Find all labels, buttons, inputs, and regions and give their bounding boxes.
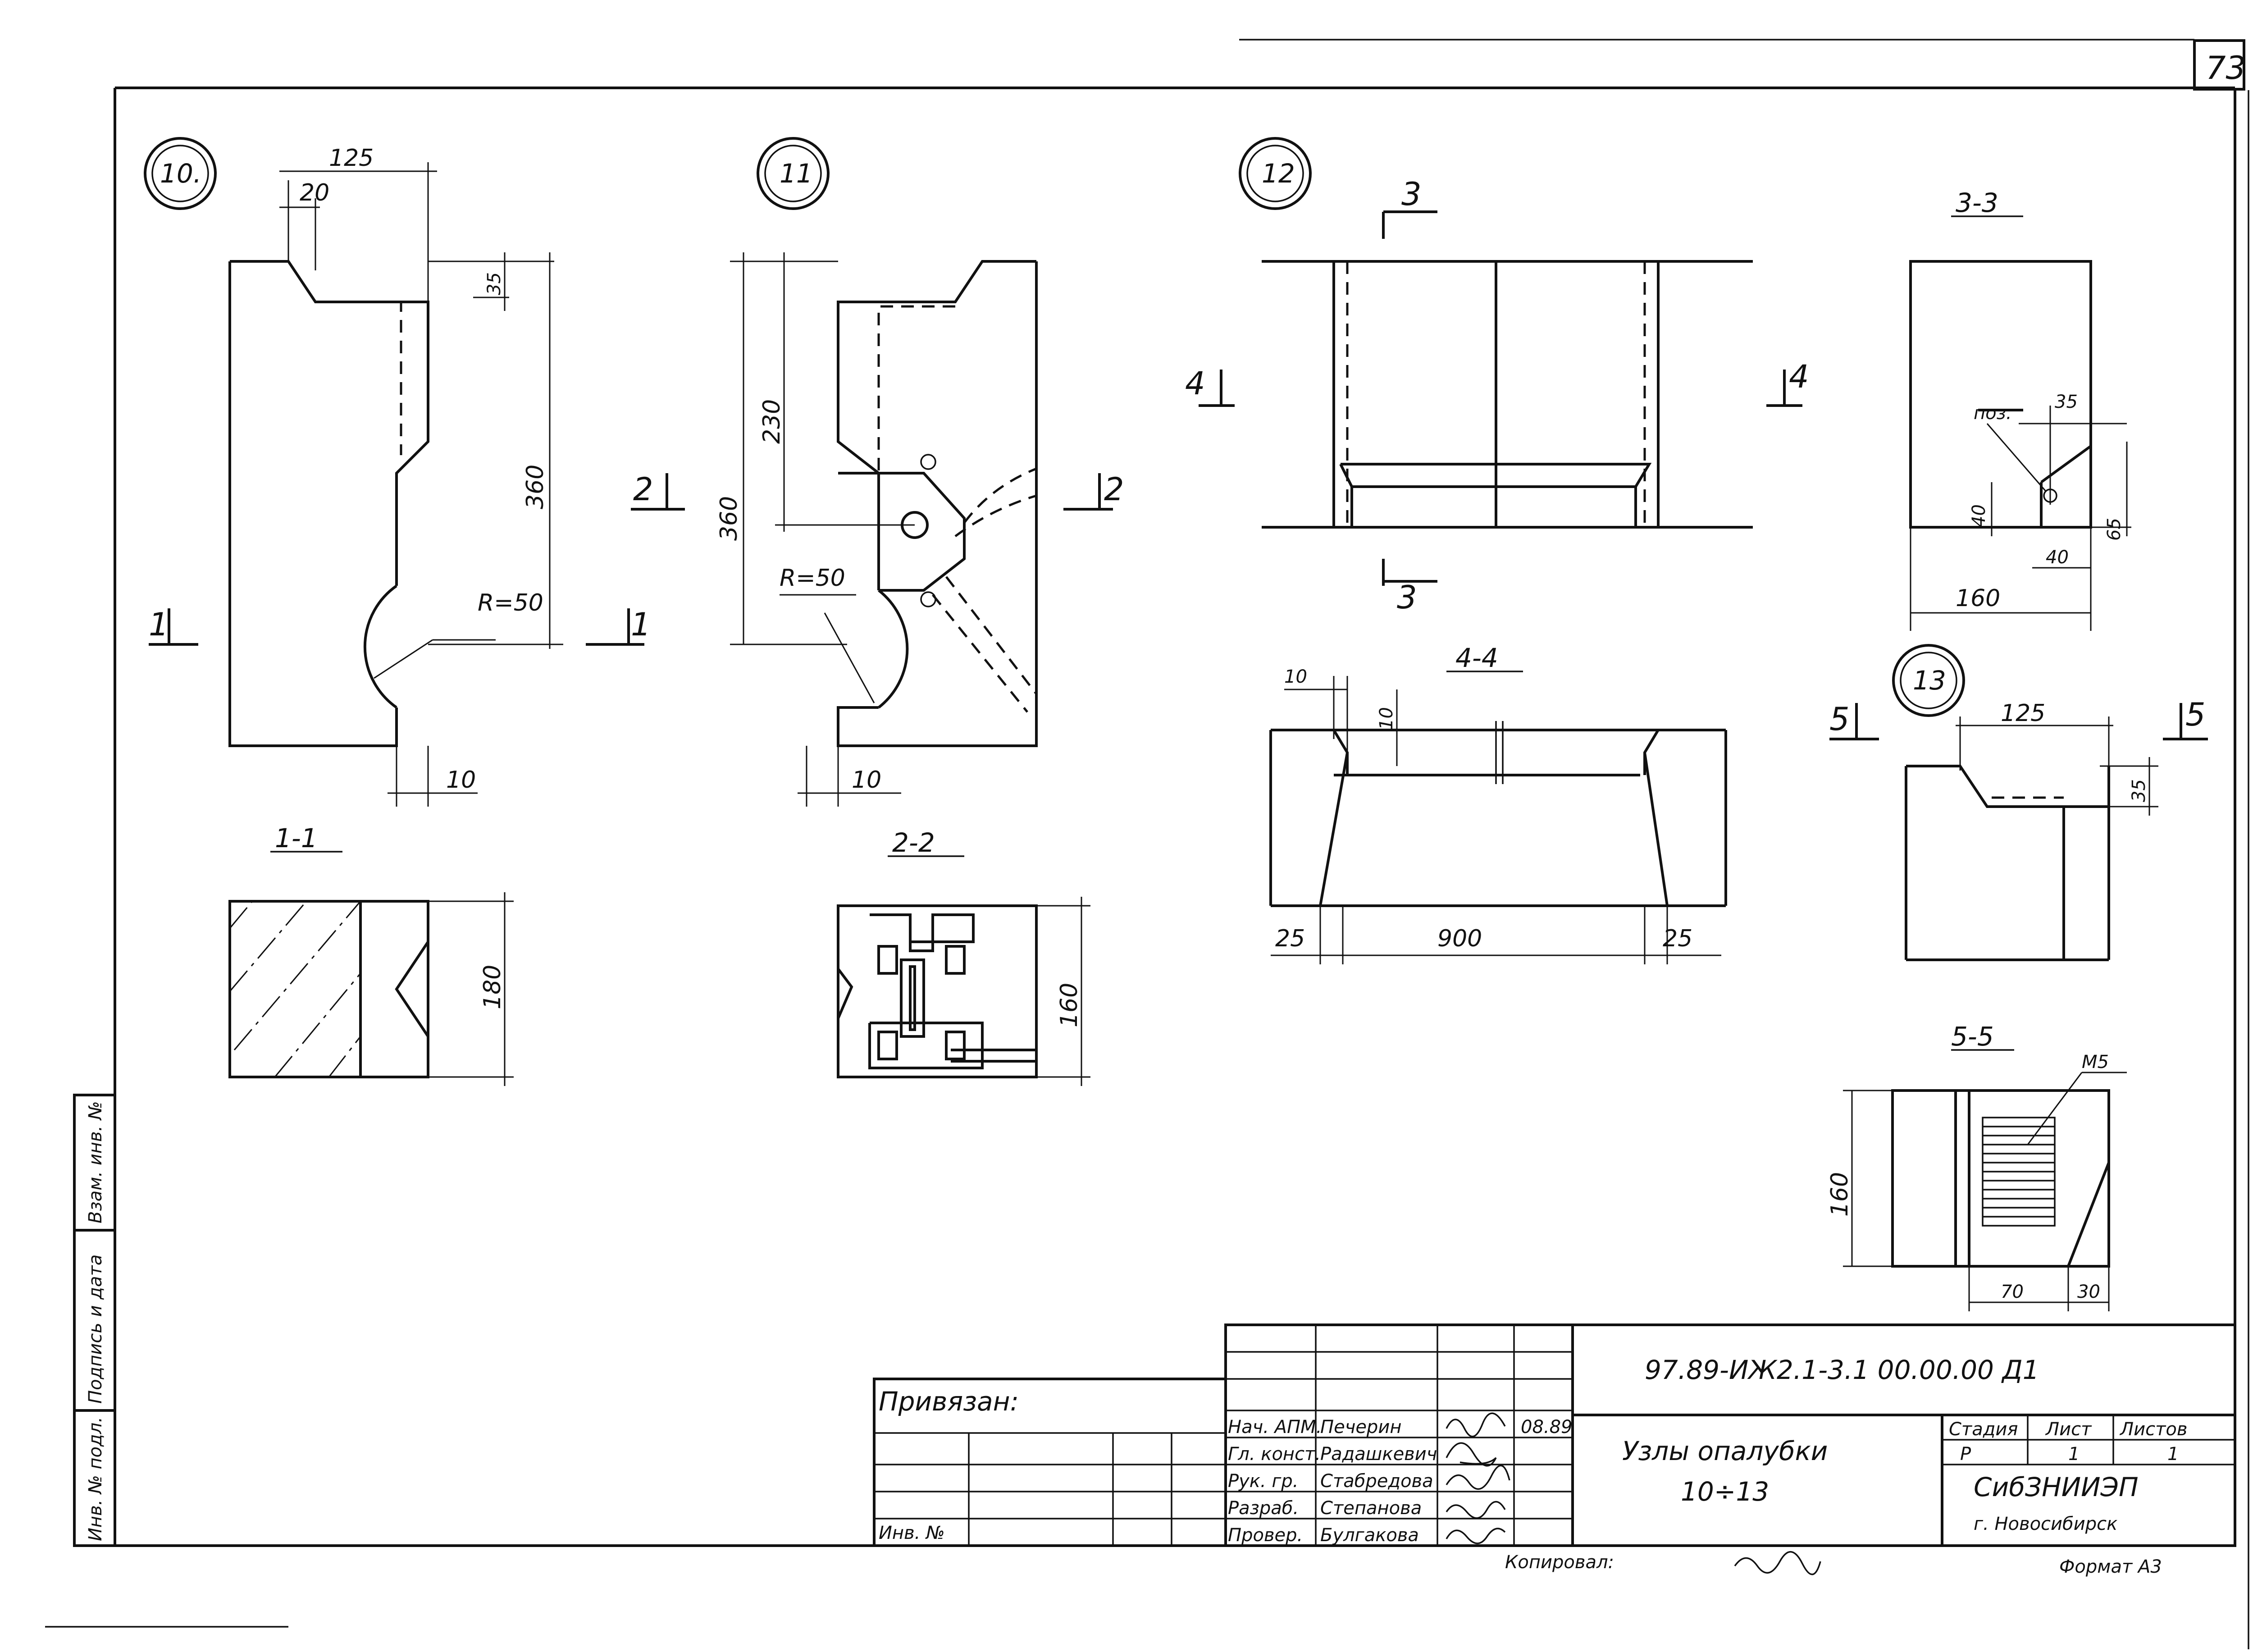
sheet-value: 1 [2068,1444,2080,1465]
section-mark-4-left: 4 [1185,365,1205,402]
section-3-3-dim-65: 65 [2104,518,2125,541]
section-mark-5-right: 5 [2185,696,2206,733]
section-4-4-dim-10a: 10 [1284,666,1307,687]
signatures [1446,1412,1821,1575]
side-stamp-vzam-inv: Взам. инв. № [85,1101,106,1223]
sheet-number: 73 [2206,50,2246,87]
section-2-2-drawing [837,855,1090,1086]
drawing-subtitle: 10÷13 [1681,1476,1769,1507]
staff-name: Стабредова [1320,1471,1433,1492]
copied-by-label: Копировал: [1505,1552,1614,1573]
staff-name: Булгакова [1320,1525,1419,1546]
node-10-label: 10. [160,158,201,189]
section-3-3-dim-40v: 40 [1969,504,1989,527]
org-name: СибЗНИИЭП [1974,1472,2139,1502]
staff-name: Печерин [1320,1417,1401,1438]
section-3-3-dim-35: 35 [2055,392,2078,412]
format-label: Формат А3 [2059,1556,2162,1577]
node-11-dim-offset: 10 [852,767,881,794]
section-4-4-drawing [1269,671,1727,964]
section-5-5-title: 5-5 [1951,1021,1994,1052]
node-10-dim-width: 125 [329,145,374,172]
staff-role: Провер. [1228,1525,1303,1546]
node-11-dim-radius: R=50 [780,565,845,592]
section-mark-3-top: 3 [1401,176,1422,213]
section-5-5-drawing [1843,1049,2127,1311]
node-13-drawing [1829,644,2208,961]
section-5-5-dim-160: 160 [1826,1172,1853,1217]
approval-date: 08.89 [1521,1417,1573,1438]
node-12-drawing [1199,137,1802,586]
sheets-value: 1 [2167,1444,2179,1465]
node-12-label: 12 [1262,158,1295,189]
node-11-drawing [631,137,1113,807]
staff-rows: Нач. АПМ. Печерин Гл. конст. Радашкевич … [1228,1417,1437,1546]
section-3-3-dim-160: 160 [1956,585,2000,612]
title-block-grid [873,1323,2236,1547]
section-mark-1-right: 1 [631,606,651,643]
node-10-dim-radius: R=50 [478,589,543,616]
node-10-dim-height: 360 [522,465,549,509]
node-13-dim-125: 125 [2001,700,2045,727]
inv-no-label: Инв. № [879,1523,945,1543]
section-2-2-title: 2-2 [892,827,935,858]
drawing-title: Узлы опалубки [1622,1436,1828,1466]
node-10-drawing [144,137,644,807]
sheet-header: Лист [2045,1419,2092,1440]
staff-role: Рук. гр. [1228,1471,1299,1492]
sheet-frame [45,39,2249,1649]
section-mark-4-right: 4 [1789,358,1809,395]
section-3-3-dim-40h: 40 [2046,547,2069,568]
staff-role: Гл. конст. [1228,1444,1321,1465]
privyazan-label: Привязан: [879,1386,1019,1417]
section-5-5-leader: M5 [2082,1052,2109,1072]
side-stamp-signature-date: Подпись и дата [85,1255,106,1404]
staff-role: Разраб. [1228,1498,1299,1519]
side-stamp: Инв. № подл. Подпись и дата Взам. инв. № [73,1094,116,1547]
section-5-5-dim-30: 30 [2077,1282,2100,1302]
section-1-1-dim-180: 180 [479,965,506,1009]
staff-role: Нач. АПМ. [1228,1417,1322,1438]
stage-value: Р [1960,1444,1971,1465]
sheets-header: Листов [2119,1419,2187,1440]
section-mark-5-left: 5 [1829,701,1850,738]
section-mark-1-left: 1 [149,606,169,643]
node-11-label: 11 [780,158,813,189]
section-5-5-dim-70: 70 [2001,1282,2024,1302]
section-4-4-dim-900: 900 [1437,925,1482,952]
staff-name: Степанова [1320,1498,1422,1519]
section-4-4-title: 4-4 [1455,643,1498,673]
staff-name: Радашкевич [1320,1444,1437,1465]
section-1-1-drawing [228,851,514,1086]
node-10-dim-offset: 10 [446,767,476,794]
section-3-3-drawing [1909,215,2131,631]
side-stamp-inv-podl: Инв. № подл. [85,1417,106,1541]
section-5-5-hatch [1983,1126,2055,1218]
node-10-dim-chamfer: 20 [300,179,329,206]
section-1-1-title: 1-1 [275,823,318,853]
node-13-label: 13 [1913,665,1946,696]
section-3-3-title: 3-3 [1956,187,1998,218]
section-mark-2-right: 2 [1104,471,1124,508]
section-mark-2-left: 2 [633,471,653,508]
section-4-4-dim-25a: 25 [1275,925,1305,952]
node-11-dim-230: 230 [758,399,785,444]
section-4-4-dim-25b: 25 [1663,925,1692,952]
node-11-dim-360: 360 [716,496,743,541]
section-3-3-pos: поз. [1974,403,2012,424]
node-10-dim-depth: 35 [484,272,505,295]
section-4-4-dim-10b: 10 [1376,707,1397,730]
doc-code: 97.89-ИЖ2.1-3.1 00.00.00 Д1 [1645,1355,2039,1385]
section-2-2-dim-160: 160 [1056,983,1083,1027]
stage-header: Стадия [1949,1419,2018,1440]
org-city: г. Новосибирск [1974,1514,2117,1534]
node-13-dim-35: 35 [2129,779,2149,802]
section-mark-3-bottom: 3 [1397,579,1417,616]
